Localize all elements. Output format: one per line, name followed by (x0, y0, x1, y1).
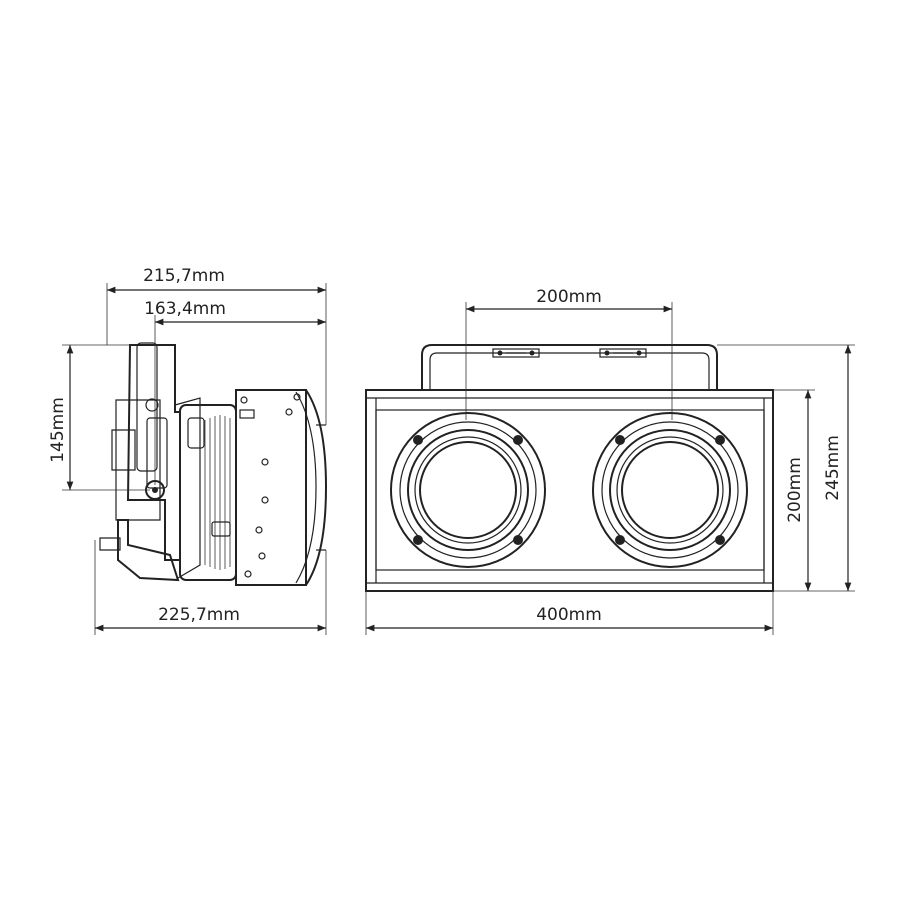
lens-right (592, 412, 748, 568)
dim-side-body-width: 163,4mm (144, 299, 226, 319)
dim-front-body-height: 200mm (785, 457, 805, 523)
clamp-left (492, 348, 540, 358)
front-view (365, 344, 774, 592)
clamp-right (599, 348, 647, 358)
dim-front-width: 400mm (536, 605, 602, 625)
dim-side-height: 145mm (48, 397, 68, 463)
lens-left (390, 412, 546, 568)
dim-side-overall-width: 215,7mm (143, 266, 225, 286)
dim-side-base-width: 225,7mm (158, 605, 240, 625)
dim-front-lens-spacing: 200mm (536, 287, 602, 307)
front-dimensions: 200mm 200mm 245mm 400mm (365, 287, 855, 635)
side-view (99, 342, 328, 586)
dim-front-total-height: 245mm (823, 435, 843, 501)
side-dimensions: 215,7mm 163,4mm 145mm 225,7mm (48, 266, 327, 635)
heatsink-fins (204, 415, 231, 570)
